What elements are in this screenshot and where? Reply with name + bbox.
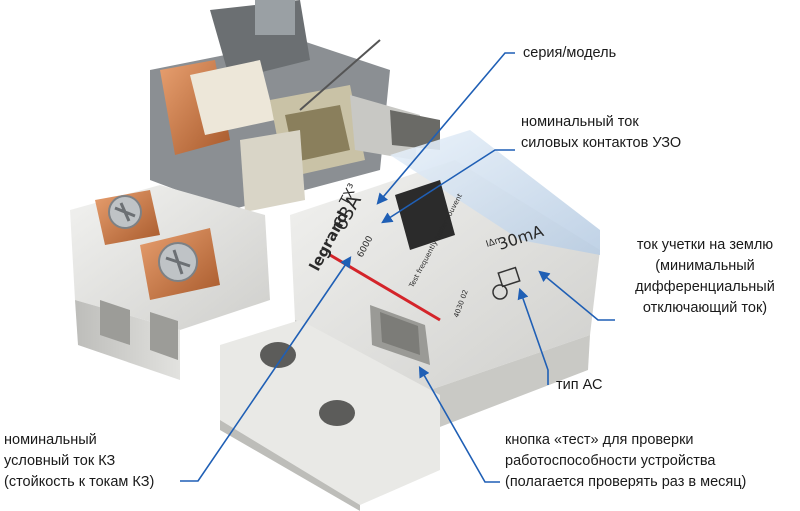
label-leakage-line1: ток учетки на землю [636, 237, 774, 253]
label-test-button-line3: (полагается проверять раз в месяц) [505, 474, 747, 490]
label-short-circuit-line2: условный ток КЗ [4, 453, 116, 469]
label-leakage-line3: дифференциальный [635, 279, 775, 295]
label-leakage-line4: отключающий ток) [642, 300, 768, 316]
terminal-block [70, 185, 270, 380]
mechanism [150, 0, 440, 212]
mounting-flange [220, 320, 440, 511]
callout-contacts-current [381, 149, 515, 224]
label-type-ac-text: тип АС [556, 377, 603, 393]
callout-leakage [538, 270, 615, 321]
callout-series [376, 52, 515, 205]
label-leakage-line2: (минимальный [655, 258, 755, 274]
sensitivity-prefix-marking: IΔn [485, 236, 502, 250]
label-test-button-line1: кнопка «тест» для проверки [505, 432, 694, 448]
label-contacts-line2: силовых контактов УЗО [521, 135, 682, 151]
label-leakage-current: ток учетки на землю (минимальный диффере… [615, 235, 795, 319]
callout-short-circuit [180, 256, 352, 482]
label-series-model: серия/модель [523, 43, 616, 64]
label-series-model-text: серия/модель [523, 45, 617, 61]
label-short-circuit-line3: (стойкость к токам КЗ) [4, 474, 155, 490]
label-test-button: кнопка «тест» для проверки работоспособн… [505, 430, 746, 493]
label-contacts-line1: номинальный ток [521, 114, 639, 130]
callout-test-button [418, 366, 500, 483]
label-type-ac: тип АС [556, 375, 602, 396]
label-short-circuit-line1: номинальный [4, 432, 97, 448]
label-short-circuit: номинальный условный ток КЗ (стойкость к… [4, 430, 154, 493]
callout-type-ac [517, 287, 549, 385]
label-test-button-line2: работоспособности устройства [505, 453, 716, 469]
label-contacts-current: номинальный ток силовых контактов УЗО [521, 112, 681, 154]
